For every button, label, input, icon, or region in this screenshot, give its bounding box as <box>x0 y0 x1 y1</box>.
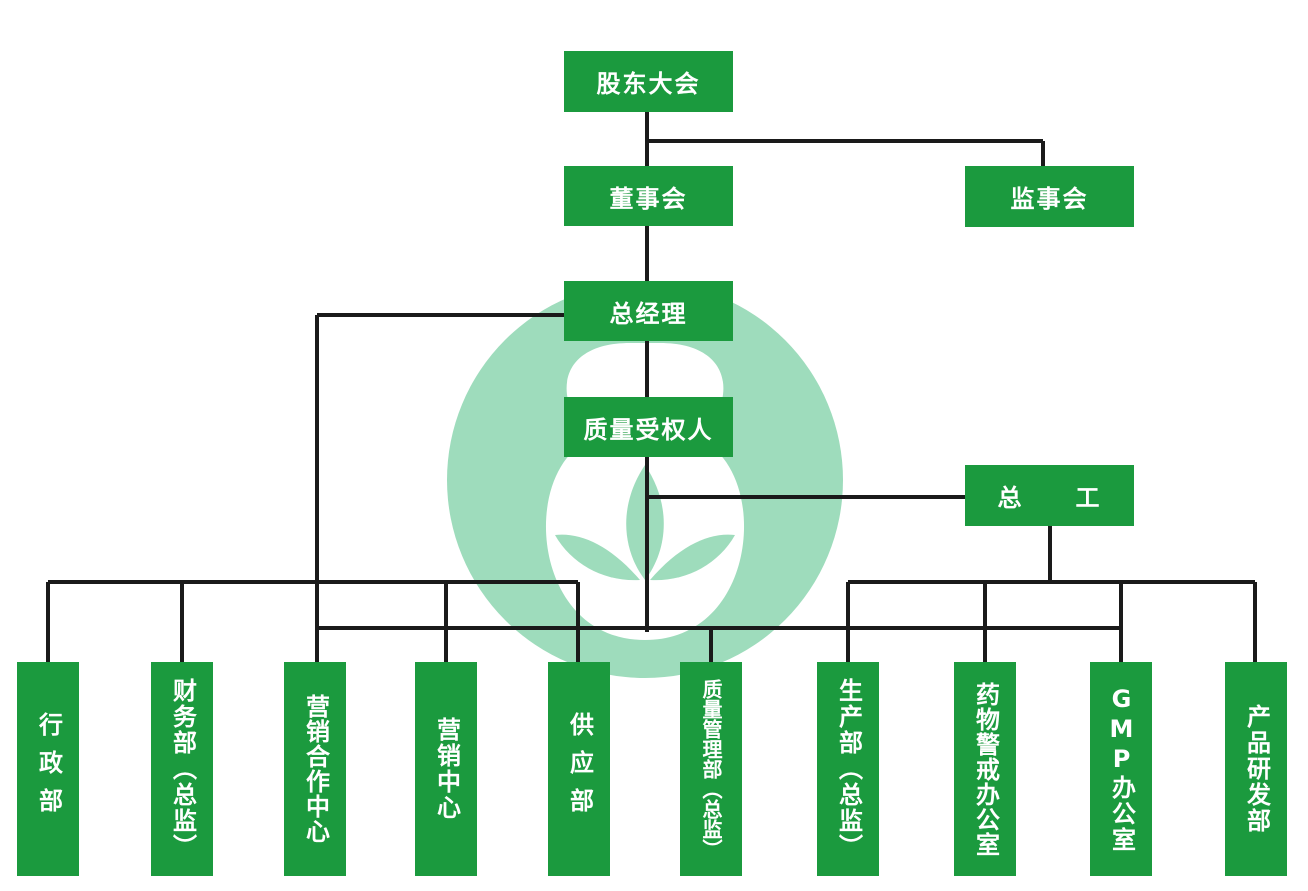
dept-label: 生产部（总监） <box>834 678 863 860</box>
dept-production: 生产部（总监） <box>817 662 879 876</box>
dept-gmp-office: GMP办公室 <box>1090 662 1152 876</box>
connector-lines <box>46 112 1257 663</box>
board-of-supervisors-node: 监事会 <box>965 166 1134 227</box>
dept-label: 供应部 <box>565 712 594 826</box>
dept-marketing-center: 营销中心 <box>415 662 477 876</box>
shareholders-meeting-node: 股东大会 <box>564 51 733 112</box>
dept-supply: 供应部 <box>548 662 610 876</box>
dept-label: 质量管理部（总监） <box>699 679 723 859</box>
dept-label: 行政部 <box>34 712 63 826</box>
dept-administration: 行政部 <box>17 662 79 876</box>
dept-label: GMP办公室 <box>1107 685 1136 853</box>
dept-label: 营销中心 <box>432 717 461 821</box>
dept-finance: 财务部（总监） <box>151 662 213 876</box>
board-of-directors-node: 董事会 <box>564 166 733 226</box>
dept-label: 营销合作中心 <box>301 694 330 844</box>
chief-engineer-node: 总 工 <box>965 465 1134 526</box>
dept-label: 产品研发部 <box>1242 704 1271 834</box>
dept-pharmacovigilance-office: 药物警戒办公室 <box>954 662 1016 876</box>
dept-product-rd: 产品研发部 <box>1225 662 1287 876</box>
qualified-person-node: 质量受权人 <box>564 397 733 457</box>
dept-quality-management: 质量管理部（总监） <box>680 662 742 876</box>
dept-marketing-cooperation-center: 营销合作中心 <box>284 662 346 876</box>
dept-label: 财务部（总监） <box>168 678 197 860</box>
general-manager-node: 总经理 <box>564 281 733 341</box>
dept-label: 药物警戒办公室 <box>971 681 1000 857</box>
